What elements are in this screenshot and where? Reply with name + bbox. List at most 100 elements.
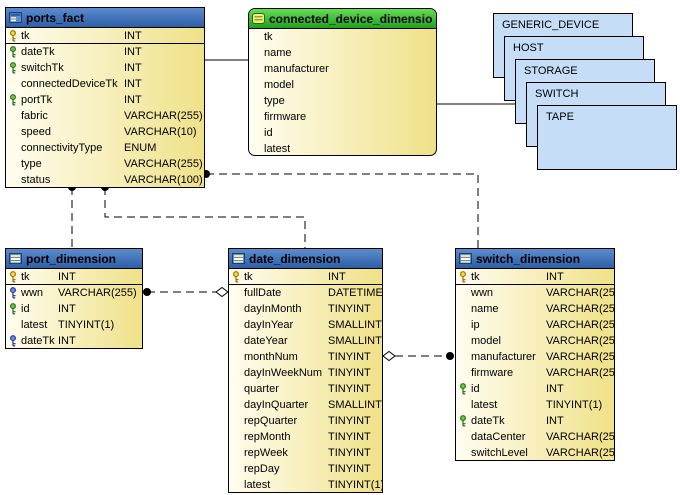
- column-name: id: [264, 127, 273, 139]
- column-name: status: [21, 174, 51, 186]
- column-type: VARCHAR(255): [546, 287, 614, 299]
- column-row: model: [249, 77, 436, 93]
- primary-key-icon: [229, 270, 244, 283]
- table-icon: [459, 253, 472, 264]
- device-type-label: TAPE: [546, 111, 574, 123]
- entity-connected-device-dimension[interactable]: connected_device_dimension tk name manufac…: [248, 8, 437, 156]
- column-type: VARCHAR(255): [546, 335, 614, 347]
- foreign-key-icon: [456, 383, 471, 395]
- primary-key-icon: [6, 270, 21, 283]
- device-type-label: HOST: [513, 42, 544, 54]
- entity-header[interactable]: port_dimension: [6, 249, 142, 269]
- column-type: INT: [546, 270, 564, 283]
- table-icon: [9, 12, 22, 23]
- foreign-key-icon: [6, 46, 21, 58]
- column-type: SMALLINT: [328, 399, 382, 411]
- column-type: VARCHAR(255): [546, 303, 614, 315]
- link-endpoint-dot: [143, 288, 151, 296]
- column-name: tk: [21, 270, 30, 283]
- column-type: TINYINT: [328, 351, 371, 363]
- column-type: TINYINT(1): [328, 479, 382, 491]
- column-row: id: [249, 125, 436, 141]
- column-name: repWeek: [244, 447, 288, 459]
- column-row: tk INT: [6, 28, 204, 44]
- column-name: ip: [471, 319, 480, 331]
- foreign-key-icon: [6, 287, 21, 299]
- column-type: INT: [124, 46, 142, 58]
- column-name: id: [471, 383, 480, 395]
- column-type: INT: [546, 383, 564, 395]
- column-type: INT: [58, 335, 76, 347]
- column-name: tk: [21, 29, 30, 42]
- column-name: latest: [471, 399, 498, 411]
- column-type: VARCHAR(10): [124, 126, 197, 138]
- column-name: name: [471, 303, 499, 315]
- column-row: fabric VARCHAR(255): [6, 108, 204, 124]
- column-type: TINYINT: [328, 431, 371, 443]
- column-row: manufacturer: [249, 61, 436, 77]
- column-name: portTk: [21, 94, 53, 106]
- column-name: type: [21, 158, 42, 170]
- column-name: repQuarter: [244, 415, 298, 427]
- entity-header[interactable]: connected_device_dimension: [249, 9, 436, 29]
- column-name: fullDate: [244, 287, 282, 299]
- column-row: dayInMonth TINYINT: [229, 301, 382, 317]
- entity-header[interactable]: date_dimension: [229, 249, 382, 269]
- column-name: dayInMonth: [244, 303, 302, 315]
- column-type: VARCHAR(255): [546, 447, 614, 459]
- column-type: INT: [124, 29, 142, 42]
- column-type: TINYINT: [328, 303, 371, 315]
- column-name: switchTk: [21, 62, 64, 74]
- column-name: wwn: [21, 287, 44, 299]
- column-type: SMALLINT: [328, 335, 382, 347]
- table-name: ports_fact: [26, 10, 85, 25]
- column-row: firmware: [249, 109, 436, 125]
- column-name: tk: [264, 31, 273, 43]
- device-type-box-tape[interactable]: TAPE: [537, 105, 677, 170]
- column-row: fullDate DATETIME: [229, 285, 382, 301]
- column-name: quarter: [244, 383, 279, 395]
- column-name: name: [264, 47, 292, 59]
- entity-header[interactable]: ports_fact: [6, 8, 204, 28]
- column-name: manufacturer: [264, 63, 329, 75]
- column-type: TINYINT: [328, 447, 371, 459]
- column-name: dateTk: [21, 335, 55, 347]
- column-name: model: [471, 335, 501, 347]
- column-name: dataCenter: [471, 431, 526, 443]
- column-type: VARCHAR(255): [124, 110, 203, 122]
- primary-key-icon: [456, 270, 471, 283]
- column-type: INT: [58, 303, 76, 315]
- column-type: INT: [124, 94, 142, 106]
- column-name: latest: [21, 319, 48, 331]
- column-type: DATETIME: [328, 287, 382, 299]
- table-icon: [9, 253, 22, 264]
- column-name: fabric: [21, 110, 48, 122]
- column-name: dayInYear: [244, 319, 294, 331]
- entity-header[interactable]: switch_dimension: [456, 249, 614, 269]
- primary-key-icon: [6, 29, 21, 42]
- column-name: repMonth: [244, 431, 291, 443]
